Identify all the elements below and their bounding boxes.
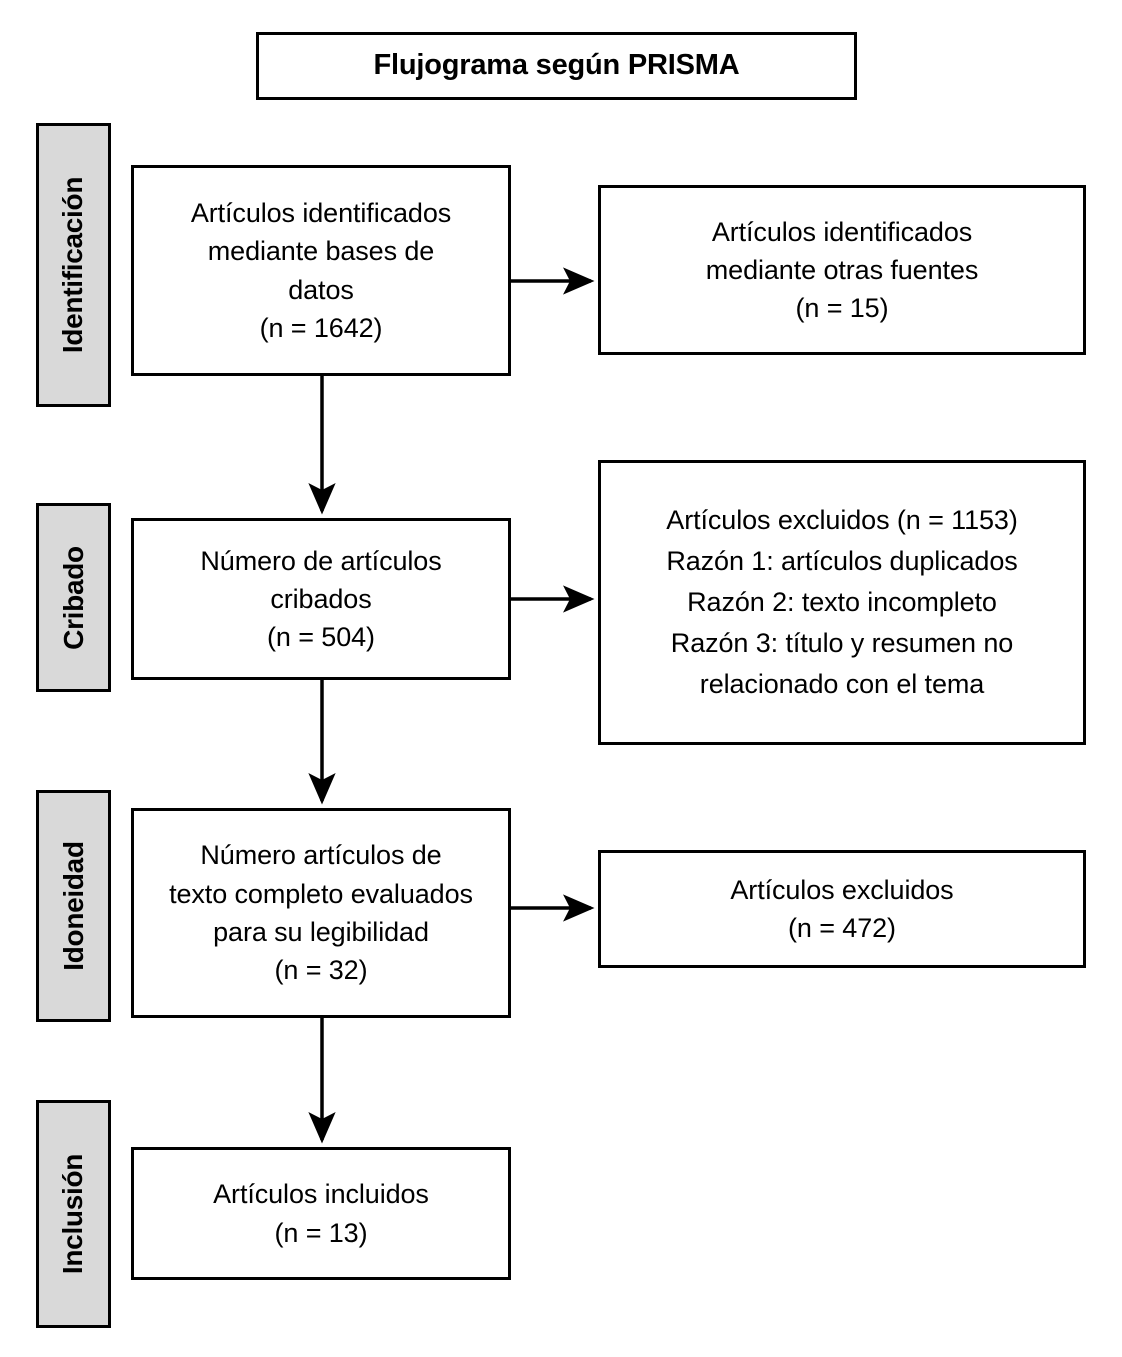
stage-tab-idoneidad: Idoneidad: [36, 790, 111, 1022]
stage-label-inclusion: Inclusión: [57, 1153, 89, 1275]
stage-tab-inclusion: Inclusión: [36, 1100, 111, 1328]
stage-tab-cribado: Cribado: [36, 503, 111, 692]
diagram-title-box: Flujograma según PRISMA: [256, 32, 857, 100]
box-text-excluded-fulltext: Artículos excluidos (n = 472): [730, 874, 954, 943]
box-articulos-identificados-otras-fuentes: Artículos identificados mediante otras f…: [598, 185, 1086, 355]
stage-label-idoneidad: Idoneidad: [57, 841, 89, 971]
box-numero-articulos-cribados: Número de artículos cribados (n = 504): [131, 518, 511, 680]
box-articulos-excluidos-texto-completo: Artículos excluidos (n = 472): [598, 850, 1086, 968]
stage-label-cribado: Cribado: [57, 545, 89, 650]
box-text-included: Artículos incluidos (n = 13): [213, 1179, 429, 1248]
box-articulos-texto-completo-evaluados: Número artículos de texto completo evalu…: [131, 808, 511, 1018]
box-articulos-excluidos-razones: Artículos excluidos (n = 1153) Razón 1: …: [598, 460, 1086, 745]
box-articulos-incluidos: Artículos incluidos (n = 13): [131, 1147, 511, 1280]
box-articulos-identificados-bases-datos: Artículos identificados mediante bases d…: [131, 165, 511, 376]
box-text-fulltext: Número artículos de texto completo evalu…: [169, 840, 473, 986]
box-text-identified-other: Artículos identificados mediante otras f…: [705, 216, 979, 324]
stage-label-identificacion: Identificación: [57, 176, 89, 354]
stage-tab-identificacion: Identificación: [36, 123, 111, 407]
diagram-title-text: Flujograma según PRISMA: [373, 49, 740, 82]
box-text-excluded-reasons: Artículos excluidos (n = 1153) Razón 1: …: [666, 504, 1018, 700]
box-text-identified-db: Artículos identificados mediante bases d…: [190, 197, 452, 343]
box-text-screened: Número de artículos cribados (n = 504): [200, 545, 442, 653]
